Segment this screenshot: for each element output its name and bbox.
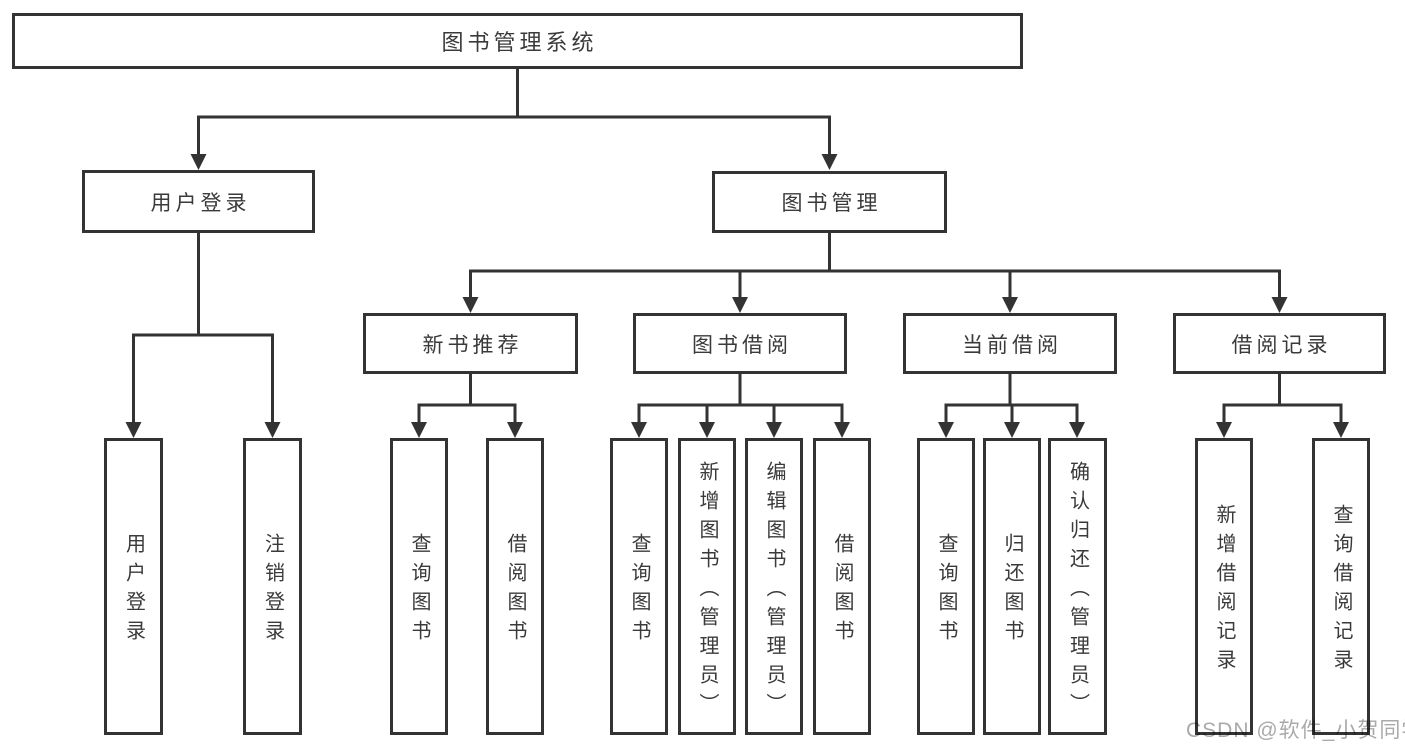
arrowhead-icon-current-0: [938, 422, 954, 438]
arrowhead-icon-borrowing-2: [766, 422, 782, 438]
leaf-borrowing-query: 查询图书: [610, 438, 668, 735]
leaf-borrowing-add-admin-label: 新增图书（管理员）: [696, 460, 718, 722]
leaf-records-add: 新增借阅记录: [1195, 438, 1253, 735]
leaf-newbook-borrow: 借阅图书: [486, 438, 544, 735]
leaf-current-query: 查询图书: [917, 438, 975, 735]
arrowhead-icon-book-management-1: [732, 297, 748, 313]
arrowhead-icon-new-books-1: [507, 422, 523, 438]
node-borrow-records-label: 借阅记录: [1231, 333, 1332, 357]
leaf-borrowing-edit-admin-label: 编辑图书（管理员）: [763, 460, 785, 722]
node-user-login: 用户登录: [82, 170, 315, 233]
leaf-logout: 注销登录: [243, 438, 302, 735]
leaf-user-login: 用户登录: [104, 438, 163, 735]
leaf-borrowing-borrow: 借阅图书: [813, 438, 871, 735]
leaf-current-confirm-admin-label: 确认归还（管理员）: [1066, 460, 1089, 722]
leaf-borrowing-add-admin: 新增图书（管理员）: [678, 438, 736, 735]
leaf-current-confirm-admin: 确认归还（管理员）: [1048, 438, 1107, 735]
node-current-borrowing-label: 当前借阅: [962, 333, 1062, 357]
arrowhead-icon-records-1: [1333, 422, 1349, 438]
leaf-user-login-label: 用户登录: [122, 533, 145, 649]
leaf-records-add-label: 新增借阅记录: [1213, 504, 1235, 678]
arrowhead-icon-root-1: [821, 154, 838, 170]
leaf-records-query: 查询借阅记录: [1312, 438, 1370, 735]
arrowhead-icon-book-management-2: [1002, 297, 1018, 313]
arrowhead-icon-current-2: [1069, 422, 1085, 438]
node-user-login-label: 用户登录: [150, 191, 251, 215]
leaf-newbook-query-label: 查询图书: [408, 533, 430, 649]
arrowhead-icon-book-management-0: [462, 297, 479, 313]
arrowhead-icon-root-0: [190, 154, 207, 170]
node-book-borrowing-label: 图书借阅: [692, 333, 792, 357]
node-book-management-label: 图书管理: [781, 192, 882, 215]
node-library-system-label: 图书管理系统: [441, 30, 598, 55]
node-library-system: 图书管理系统: [12, 13, 1023, 69]
leaf-borrowing-edit-admin: 编辑图书（管理员）: [745, 438, 803, 735]
leaf-current-return: 归还图书: [983, 438, 1041, 735]
arrowhead-icon-new-books-0: [411, 422, 427, 438]
leaf-logout-label: 注销登录: [261, 533, 284, 649]
leaf-newbook-query: 查询图书: [390, 438, 448, 735]
leaf-newbook-borrow-label: 借阅图书: [504, 533, 526, 649]
arrowhead-icon-current-1: [1004, 422, 1020, 438]
node-book-management: 图书管理: [712, 171, 947, 233]
node-current-borrowing: 当前借阅: [903, 313, 1117, 374]
arrowhead-icon-records-0: [1216, 422, 1232, 438]
node-borrow-records: 借阅记录: [1173, 313, 1386, 374]
arrowhead-icon-borrowing-3: [834, 422, 850, 438]
leaf-current-return-label: 归还图书: [1001, 533, 1023, 649]
arrowhead-icon-user-login-0: [125, 422, 142, 438]
arrowhead-icon-book-management-3: [1271, 297, 1288, 313]
node-new-book-recommend: 新书推荐: [363, 313, 578, 374]
node-new-book-recommend-label: 新书推荐: [422, 333, 523, 357]
leaf-current-query-label: 查询图书: [935, 533, 957, 649]
arrowhead-icon-user-login-1: [264, 422, 281, 438]
csdn-watermark: CSDN @软件_小贺同学: [1186, 719, 1405, 742]
node-book-borrowing: 图书借阅: [633, 313, 847, 374]
leaf-borrowing-query-label: 查询图书: [628, 533, 650, 649]
arrowhead-icon-borrowing-1: [699, 422, 715, 438]
arrowhead-icon-borrowing-0: [631, 422, 647, 438]
leaf-records-query-label: 查询借阅记录: [1330, 504, 1352, 678]
leaf-borrowing-borrow-label: 借阅图书: [831, 533, 853, 649]
